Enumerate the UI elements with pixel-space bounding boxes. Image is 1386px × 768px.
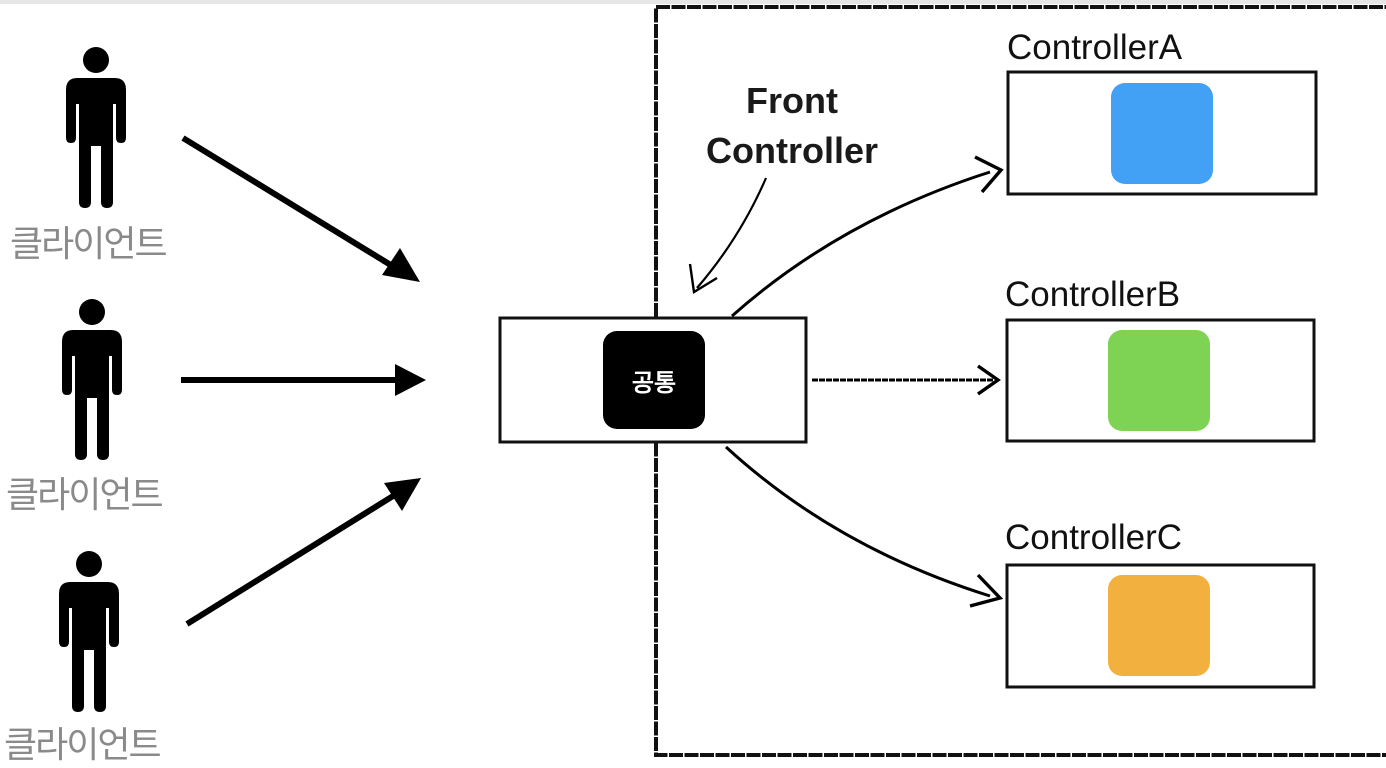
top-rule <box>0 0 1386 4</box>
front-controller-label-line1: Front <box>746 80 838 121</box>
arrow-client-1 <box>181 135 414 281</box>
controller-c-block <box>1108 575 1210 676</box>
common-block <box>603 331 705 429</box>
front-controller-label: Front Controller <box>672 76 912 176</box>
client-figure-icon <box>59 551 119 712</box>
client-label: 클라이언트 <box>10 224 168 265</box>
front-controller-label-line2: Controller <box>705 130 878 171</box>
arrowhead-client-1 <box>382 248 420 282</box>
arrow-to-controller-a <box>731 170 991 318</box>
controller-a-label: ControllerA <box>1007 28 1183 67</box>
front-label-pointer-head <box>688 263 718 294</box>
arrowhead-controller-c <box>969 573 1004 608</box>
controller-b-block <box>1108 330 1210 431</box>
client-label: 클라이언트 <box>4 725 162 766</box>
controller-b-label: ControllerB <box>1005 275 1181 314</box>
controller-a-block <box>1111 83 1213 184</box>
arrowhead-controller-a <box>974 155 1004 194</box>
front-to-controller-arrows <box>724 155 1004 608</box>
front-label-pointer <box>696 177 768 289</box>
common-label: 공통 <box>631 368 677 397</box>
client-figure-icon <box>66 47 126 208</box>
client-figure-icon <box>62 299 122 460</box>
client-label: 클라이언트 <box>6 475 164 516</box>
arrow-to-controller-c <box>724 445 991 598</box>
arrow-client-3 <box>185 485 408 627</box>
arrowhead-client-3 <box>384 478 421 511</box>
client-to-front-arrows <box>181 135 426 627</box>
controller-c-label: ControllerC <box>1005 518 1182 557</box>
arrowhead-client-2 <box>395 364 426 396</box>
arrowhead-controller-b <box>977 364 1001 396</box>
